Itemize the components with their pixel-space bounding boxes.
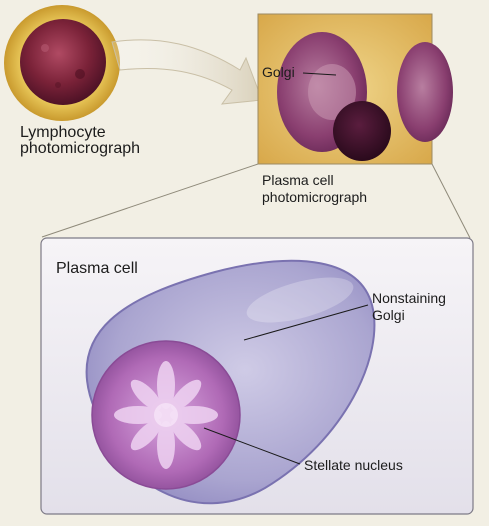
- plasma-photo-label-line2: photomicrograph: [262, 189, 367, 205]
- dark-nucleus: [333, 101, 391, 161]
- second-cell: [397, 42, 453, 142]
- plasma-cell-title: Plasma cell: [56, 260, 138, 278]
- stellate-nucleus-label: Stellate nucleus: [304, 457, 403, 473]
- zoom-line-right: [432, 164, 470, 238]
- lymphocyte-micrograph: [4, 5, 120, 121]
- transition-arrow: [112, 40, 262, 104]
- nonstaining-label-line1: Nonstaining: [372, 290, 446, 306]
- nonstaining-label-line2: Golgi: [372, 307, 405, 323]
- plasma-micrograph: [258, 14, 453, 164]
- lymphocyte-label-line2: photomicrograph: [20, 140, 140, 158]
- zoom-line-left: [42, 164, 258, 237]
- plasma-photo-label-line1: Plasma cell: [262, 172, 334, 188]
- lymphocyte-nucleus: [20, 19, 106, 105]
- golgi-photo-label: Golgi: [262, 64, 295, 80]
